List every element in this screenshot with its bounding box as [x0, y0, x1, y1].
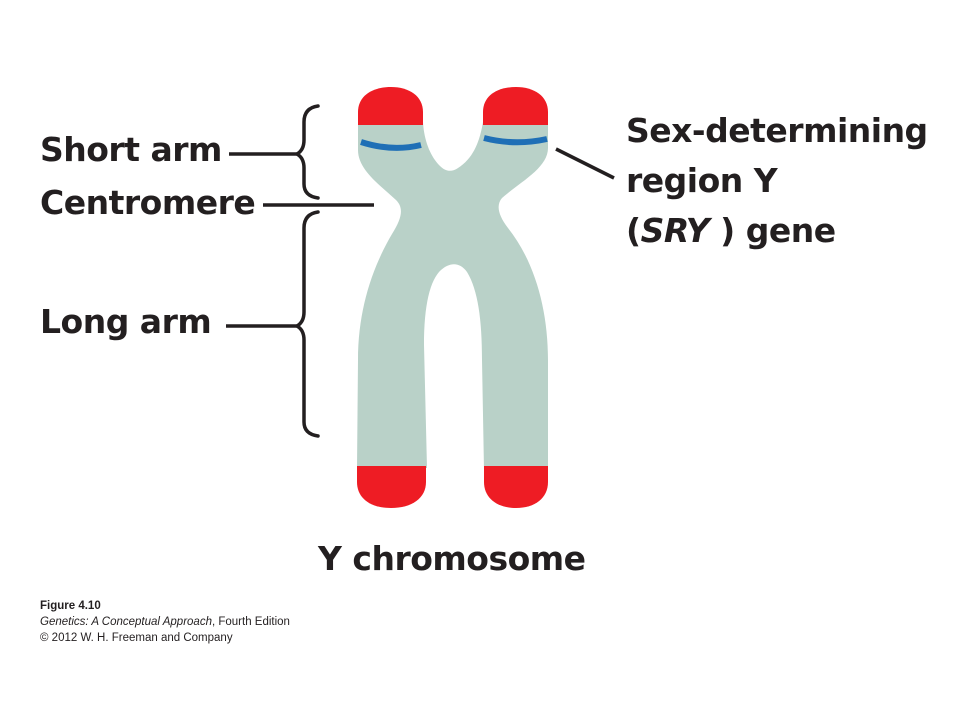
copyright-line: © 2012 W. H. Freeman and Company [40, 632, 233, 644]
short-arm-bracket [295, 104, 320, 200]
telomere-bottom-right [484, 466, 548, 508]
sry-band-left [360, 139, 422, 151]
sry-open-paren: ( [626, 211, 641, 250]
sry-gene-label: Sex-determining region Y (SRY ) gene [626, 106, 928, 256]
figure-caption: Figure 4.10 Genetics: A Conceptual Appro… [40, 598, 290, 646]
sry-label-line-1: Sex-determining [626, 111, 928, 150]
short-arm-label: Short arm [40, 130, 222, 169]
long-arm-bracket [295, 210, 320, 438]
sry-close-gene: ) gene [709, 211, 836, 250]
sry-gene-symbol: SRY [640, 211, 710, 250]
centromere-label: Centromere [40, 183, 256, 222]
book-title: Genetics: A Conceptual Approach [40, 616, 212, 628]
telomere-bottom-left [357, 466, 426, 508]
book-edition: , Fourth Edition [211, 616, 290, 628]
diagram-title: Y chromosome [318, 539, 586, 578]
sry-label-line-3: (SRY ) gene [626, 206, 928, 256]
figure-number: Figure 4.10 [40, 600, 101, 612]
sry-label-line-2: region Y [626, 161, 778, 200]
chromosome-body [357, 122, 548, 470]
telomere-top-right [483, 87, 548, 125]
sry-band-right [483, 135, 548, 146]
sry-leader [555, 147, 615, 180]
long-arm-label: Long arm [40, 302, 212, 341]
telomere-top-left [358, 87, 423, 125]
source-line: Genetics: A Conceptual Approach, Fourth … [40, 614, 290, 630]
